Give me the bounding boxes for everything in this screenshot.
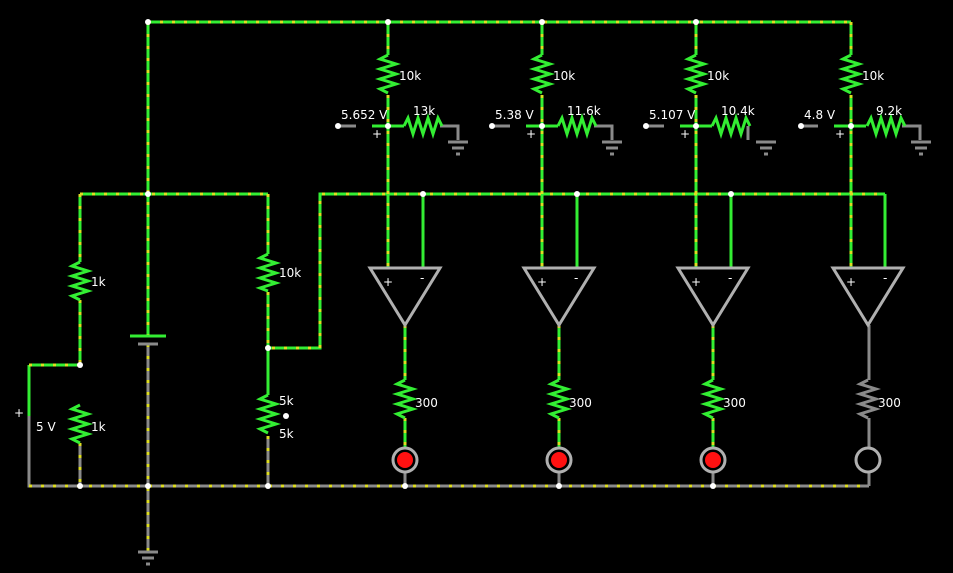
comparator-minus-2: - [574, 271, 578, 285]
sense-ground-icon-2 [602, 140, 622, 156]
potentiometer-label-top: 5k [279, 394, 294, 408]
led-resistor-label-1: 300 [415, 396, 438, 410]
led-resistor-3[interactable] [699, 378, 727, 420]
led-resistor-2[interactable] [545, 378, 573, 420]
pullup-label-4: 10k [862, 69, 884, 83]
wires-inactive [27, 124, 922, 552]
divider-top-resistor[interactable] [66, 260, 94, 302]
battery-voltage-label: 5 V [36, 420, 56, 434]
comparator-minus-1: - [420, 271, 424, 285]
led-resistor-1[interactable] [391, 378, 419, 420]
reference-resistor-label: 10k [279, 266, 301, 280]
voltage-readout-1: 5.652 V [341, 108, 388, 122]
potentiometer-wiper[interactable] [283, 413, 289, 419]
comparator-4[interactable] [830, 266, 906, 328]
pullup-resistor-4[interactable] [837, 53, 865, 95]
voltage-probe-3[interactable] [643, 123, 649, 129]
pullup-resistor-1[interactable] [374, 53, 402, 95]
comparator-channels: 10k 13k 5.652 V + + - 300 10k 11.6k 5.38 V + + - 300 1… [335, 53, 931, 474]
comparator-3[interactable] [675, 266, 751, 328]
sense-ground-icon-3 [756, 140, 776, 156]
voltage-probe-1[interactable] [335, 123, 341, 129]
comparator-plus-3: + [691, 275, 701, 289]
sense-label-4: 9.2k [876, 104, 902, 118]
probe-plus-1: + [372, 127, 382, 141]
sense-label-3: 10.4k [721, 104, 755, 118]
led-glow-2 [551, 452, 567, 468]
led-4[interactable] [854, 446, 882, 474]
sense-ground-icon-1 [448, 140, 468, 156]
voltage-probe-4[interactable] [798, 123, 804, 129]
sense-resistor-3[interactable] [710, 112, 752, 140]
led-resistor-label-4: 300 [878, 396, 901, 410]
main-ground-symbol [138, 550, 158, 566]
sense-node-4 [848, 123, 854, 129]
pullup-label-1: 10k [399, 69, 421, 83]
battery[interactable] [130, 334, 166, 346]
comparator-plus-2: + [537, 275, 547, 289]
voltage-probe-2[interactable] [489, 123, 495, 129]
sense-node-3 [693, 123, 699, 129]
comparator-minus-4: - [883, 271, 887, 285]
battery-plus-label: + [14, 406, 24, 420]
sense-resistor-1[interactable] [402, 112, 444, 140]
reference-resistor[interactable] [254, 252, 282, 293]
pullup-resistor-3[interactable] [682, 53, 710, 95]
comparator-1[interactable] [367, 266, 443, 328]
sense-resistor-4[interactable] [865, 112, 907, 140]
sense-node-2 [539, 123, 545, 129]
voltage-readout-3: 5.107 V [649, 108, 696, 122]
junction-nodes [77, 19, 734, 489]
comparator-2[interactable] [521, 266, 597, 328]
divider-top-label: 1k [91, 275, 106, 289]
comparator-minus-3: - [728, 271, 732, 285]
divider-bottom-label: 1k [91, 420, 106, 434]
comparator-plus-4: + [846, 275, 856, 289]
wires-active [27, 20, 887, 448]
pullup-label-3: 10k [707, 69, 729, 83]
sense-node-1 [385, 123, 391, 129]
potentiometer-label-bottom: 5k [279, 427, 294, 441]
probe-plus-4: + [835, 127, 845, 141]
pullup-label-2: 10k [553, 69, 575, 83]
sense-resistor-2[interactable] [556, 112, 598, 140]
led-resistor-label-3: 300 [723, 396, 746, 410]
comparator-plus-1: + [383, 275, 393, 289]
current-dots [29, 20, 885, 552]
potentiometer[interactable] [254, 393, 282, 435]
voltage-readout-2: 5.38 V [495, 108, 535, 122]
led-resistor-4[interactable] [854, 378, 882, 420]
sense-label-2: 11.6k [567, 104, 601, 118]
led-glow-3 [705, 452, 721, 468]
probe-plus-2: + [526, 127, 536, 141]
voltage-readout-4: 4.8 V [804, 108, 836, 122]
led-glow-1 [397, 452, 413, 468]
probe-plus-3: + [680, 127, 690, 141]
sense-label-1: 13k [413, 104, 435, 118]
pullup-resistor-2[interactable] [528, 53, 556, 95]
led-resistor-label-2: 300 [569, 396, 592, 410]
divider-bottom-resistor[interactable] [66, 403, 94, 445]
sense-ground-icon-4 [911, 140, 931, 156]
